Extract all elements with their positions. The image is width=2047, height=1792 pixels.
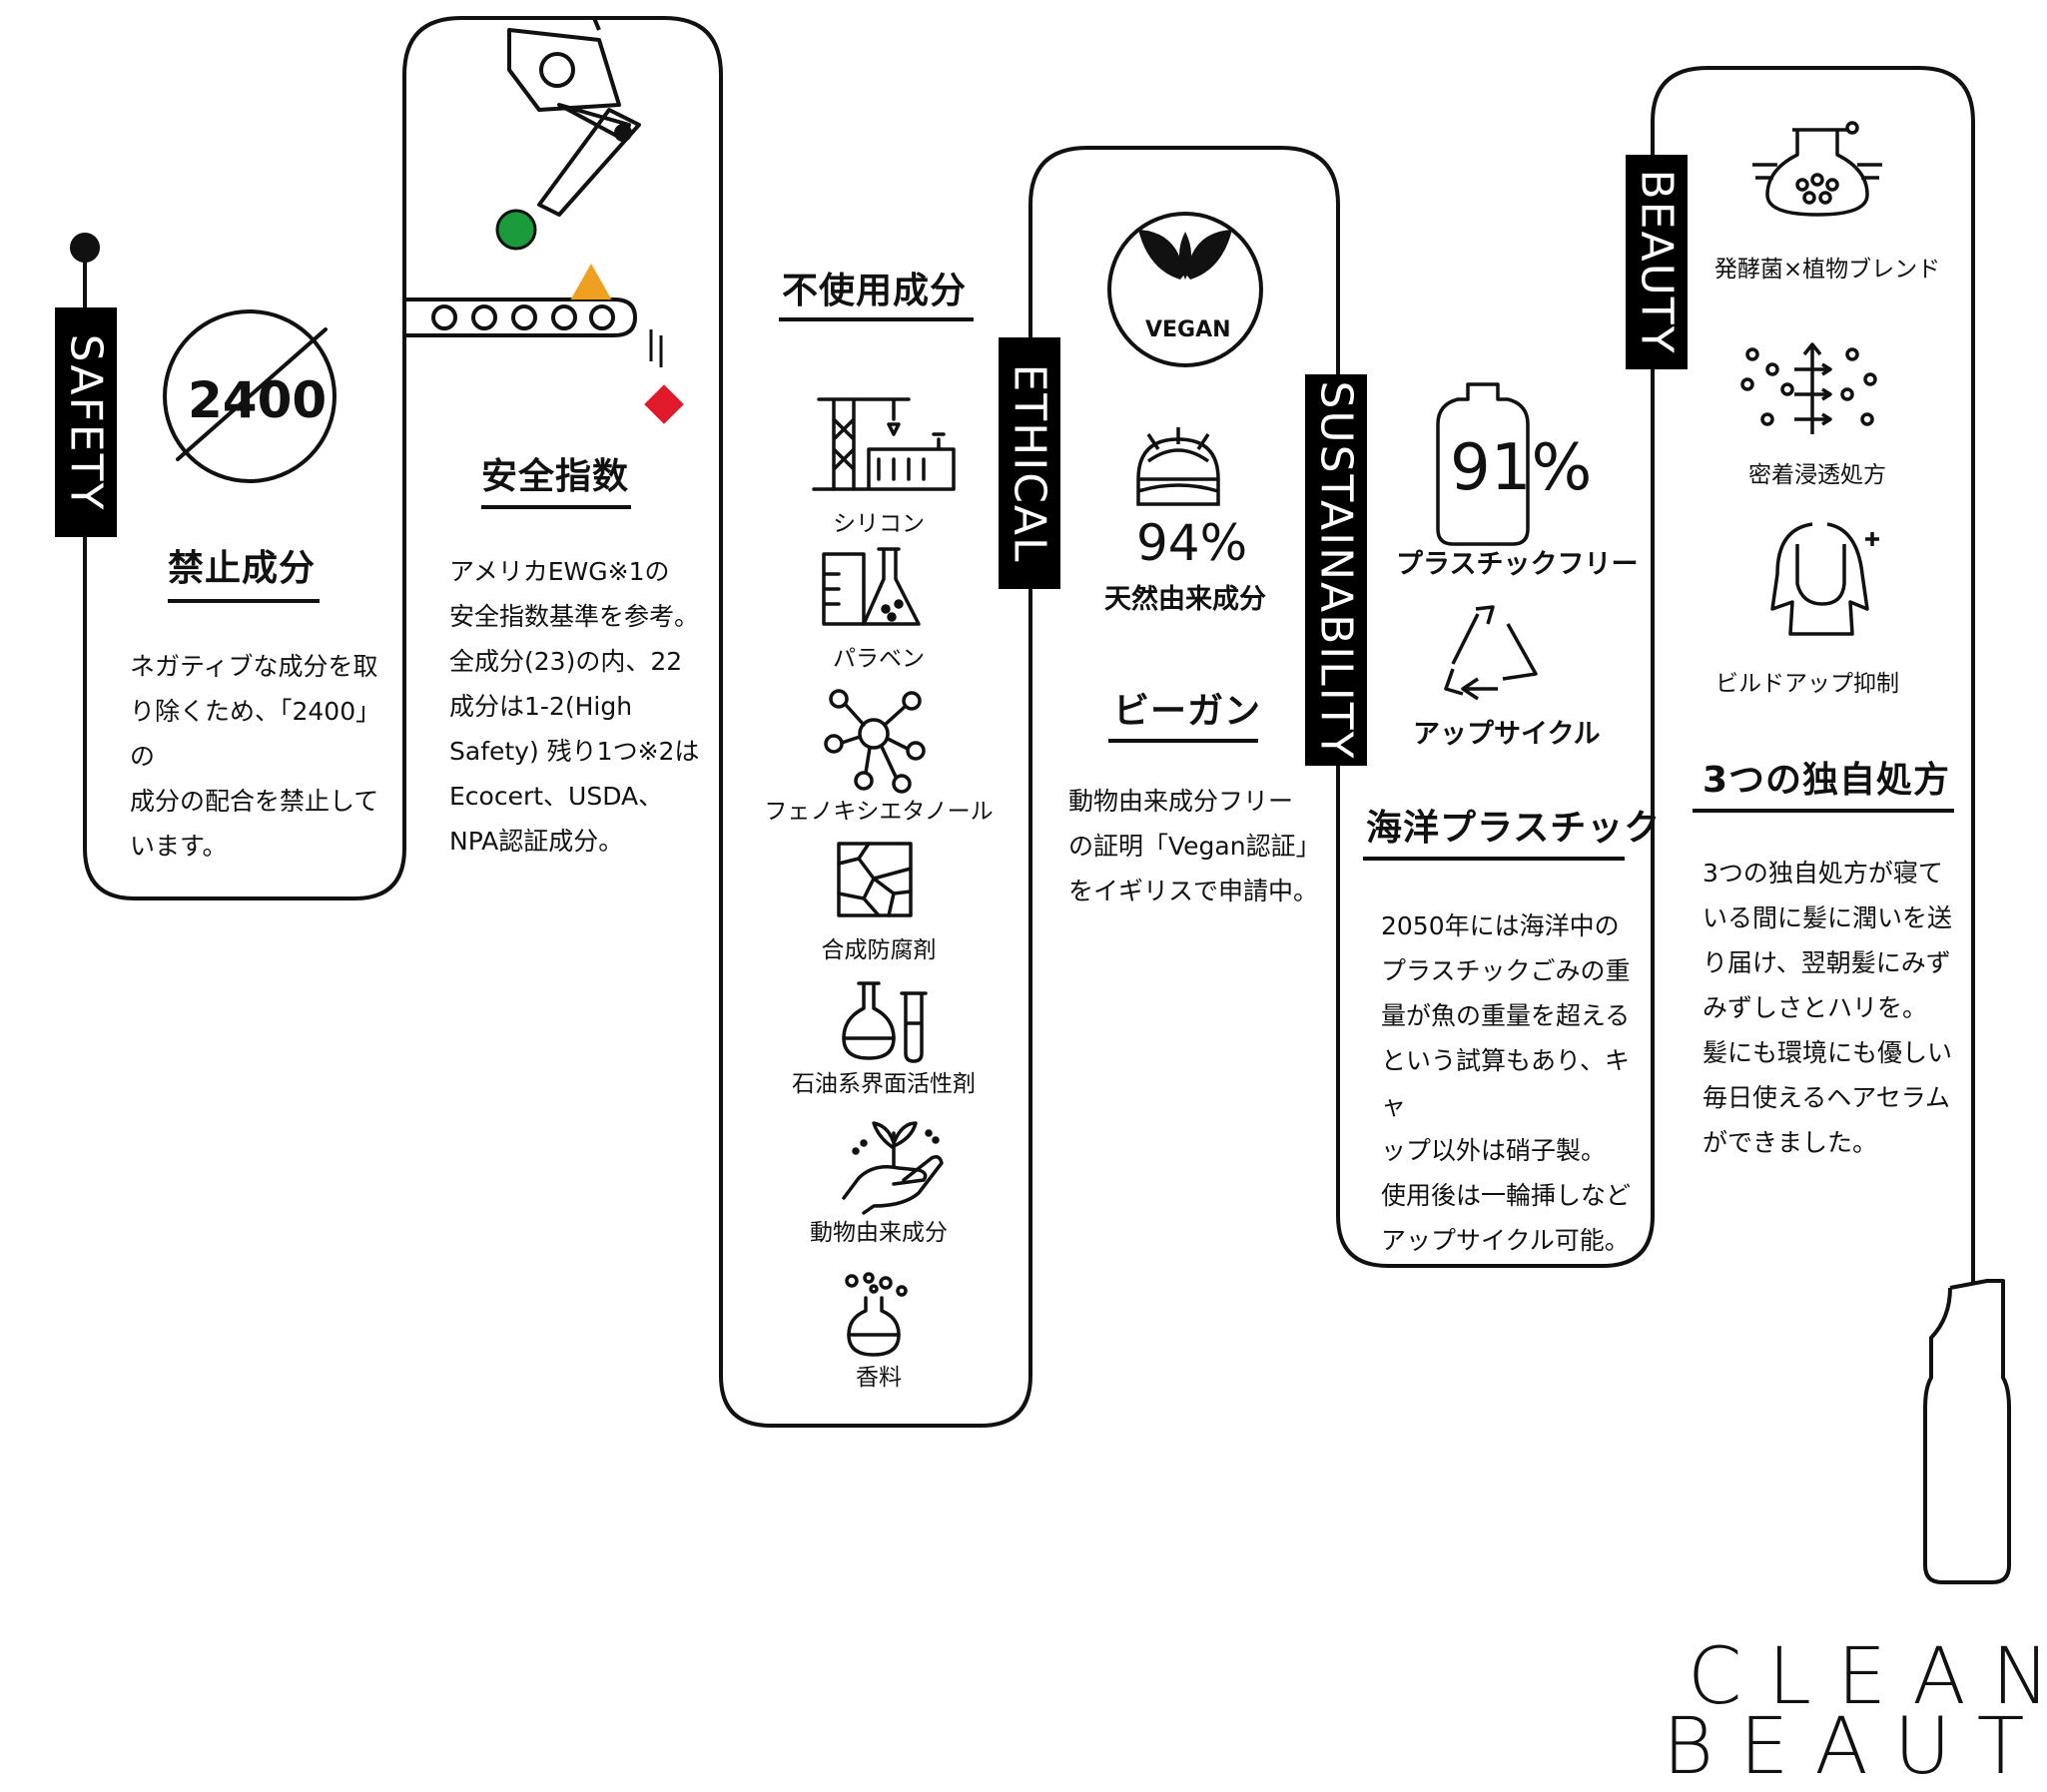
sunrise-field-icon bbox=[1136, 427, 1220, 506]
prohibited-count: 2400 bbox=[188, 371, 328, 429]
start-knob bbox=[70, 233, 100, 263]
serum-bottle-icon bbox=[1923, 1279, 2011, 1584]
free-from-item: フェノキシエタノール bbox=[764, 799, 994, 825]
heading-underline bbox=[1363, 857, 1625, 861]
fermentation-flask-icon bbox=[1752, 121, 1882, 217]
molecule-icon bbox=[824, 689, 926, 794]
logo-clean: CLEAN bbox=[1688, 1632, 2047, 1722]
hair-person-icon bbox=[1770, 522, 1879, 636]
formula-item: 発酵菌×植物ブレンド bbox=[1713, 257, 1941, 283]
tag-sustainability: SUSTAINABILITY bbox=[1305, 374, 1367, 766]
sustainability-body: 2050年には海洋中の プラスチックごみの重 量が魚の重量を超える という試算も… bbox=[1381, 911, 1632, 1255]
tag-beauty: BEAUTY bbox=[1626, 155, 1688, 369]
prohibited-circle bbox=[163, 309, 337, 483]
heading-underline bbox=[1693, 809, 1954, 813]
free-from-item: シリコン bbox=[833, 511, 925, 537]
heading-underline bbox=[779, 317, 974, 321]
heading-underline bbox=[1108, 739, 1258, 743]
heading-underline bbox=[168, 599, 320, 603]
heading-prohibited-ingredients: 禁止成分 bbox=[168, 548, 317, 589]
upcycle-label: アップサイクル bbox=[1413, 719, 1601, 750]
conveyor-belt-icon bbox=[404, 263, 687, 427]
formula-item: ビルドアップ抑制 bbox=[1715, 671, 1899, 697]
bottle-icon bbox=[1436, 382, 1530, 546]
natural-percent: 94% bbox=[1136, 514, 1248, 572]
heading-free-from: 不使用成分 bbox=[782, 271, 968, 311]
beauty-body: 3つの独自処方が寝て いる間に髪に潤いを送 り届け、翌朝髪にみず みずしさとハリ… bbox=[1703, 859, 1953, 1157]
factory-icon bbox=[812, 397, 956, 491]
vegan-badge-label: VEGAN bbox=[1145, 317, 1231, 342]
flask-tube-icon bbox=[842, 981, 928, 1063]
free-from-item: パラベン bbox=[833, 646, 925, 672]
vegan-body: 動物由来成分フリー の証明「Vegan認証」 をイギリスで申請中。 bbox=[1068, 787, 1321, 905]
plastic-free-label: プラスチックフリー bbox=[1396, 549, 1639, 580]
heading-ocean-plastic: 海洋プラスチック bbox=[1366, 808, 1662, 849]
penetration-arrows-icon bbox=[1740, 342, 1877, 434]
heading-vegan: ビーガン bbox=[1113, 691, 1262, 732]
free-from-item: 動物由来成分 bbox=[810, 1220, 948, 1246]
connector-path bbox=[83, 16, 1975, 1428]
free-from-item: 合成防腐剤 bbox=[821, 937, 937, 963]
plastic-free-percent: 91% bbox=[1450, 431, 1593, 505]
vegan-badge-icon bbox=[1107, 212, 1263, 367]
free-from-item: 香料 bbox=[856, 1365, 902, 1391]
logo-beauty: BEAUTY bbox=[1663, 1702, 2047, 1792]
lab-beaker-icon bbox=[822, 547, 921, 626]
robot-arm-icon bbox=[495, 17, 641, 251]
heading-original-formula: 3つの独自処方 bbox=[1703, 760, 1951, 801]
free-from-item: 石油系界面活性剤 bbox=[792, 1071, 976, 1097]
tag-safety: SAFETY bbox=[55, 307, 117, 537]
heading-safety-index: 安全指数 bbox=[481, 456, 630, 497]
cracked-tiles-icon bbox=[837, 842, 913, 917]
hand-plant-icon bbox=[842, 1121, 944, 1215]
heading-underline bbox=[481, 505, 631, 509]
formula-item: 密着浸透処方 bbox=[1748, 462, 1886, 488]
safety-body: ネガティブな成分を取 り除くため、「2400」の 成分の配合を禁止して います。 bbox=[130, 652, 379, 861]
tag-ethical: ETHICAL bbox=[999, 337, 1060, 589]
safety-index-body: アメリカEWG※1の 安全指数基準を参考。 全成分(23)の内、22 成分は1-… bbox=[449, 557, 700, 856]
natural-percent-label: 天然由来成分 bbox=[1104, 584, 1266, 615]
flask-bubbles-icon bbox=[845, 1272, 908, 1357]
recycle-icon bbox=[1444, 605, 1538, 701]
